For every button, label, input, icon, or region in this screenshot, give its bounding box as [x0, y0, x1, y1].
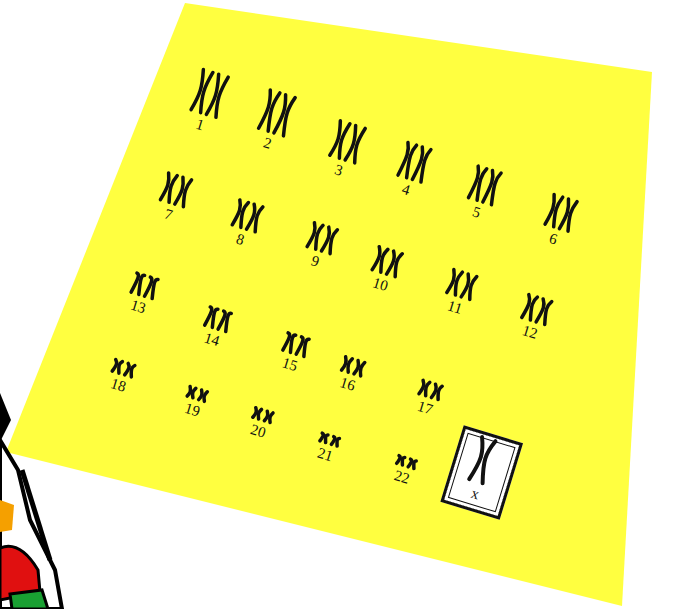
- chromatid: [129, 365, 134, 377]
- chromatid: [528, 296, 538, 320]
- chromatid: [331, 437, 335, 445]
- chromatid: [181, 179, 192, 207]
- chromatid: [489, 172, 501, 204]
- chromatid: [302, 339, 310, 357]
- chromatid: [112, 360, 117, 372]
- chromatid: [213, 76, 228, 117]
- yellow-card: [6, 3, 652, 606]
- chromatid: [478, 440, 495, 483]
- chromatid: [542, 301, 552, 325]
- chromatid: [136, 275, 144, 295]
- chromatid: [352, 128, 366, 163]
- chromosome-group: [106, 68, 587, 493]
- chromatid: [401, 457, 405, 465]
- chromatid: [453, 271, 463, 295]
- chromatid: [324, 434, 328, 442]
- chromatid: [210, 309, 218, 328]
- cartoon-green-patch: [10, 590, 48, 609]
- chromatid: [288, 334, 296, 352]
- chromatid: [565, 201, 577, 231]
- chromosome-letter: x: [469, 486, 481, 503]
- chromatid: [320, 433, 324, 441]
- chromatid: [150, 279, 158, 299]
- chromatid: [253, 206, 263, 232]
- cartoon-orange-patch: [0, 500, 14, 532]
- chromatid: [203, 391, 208, 401]
- chromatid: [117, 361, 122, 373]
- chromatid: [359, 362, 365, 376]
- chromatid: [418, 149, 431, 182]
- chromatid: [408, 459, 412, 467]
- chromatid: [313, 225, 323, 250]
- cartoon-stroke: [22, 470, 50, 560]
- chromatid: [269, 412, 274, 422]
- chromatid: [257, 409, 262, 419]
- cartoon-body: [0, 440, 62, 609]
- chromatid: [412, 460, 416, 468]
- chromatid: [393, 253, 403, 277]
- chromatid: [191, 388, 196, 398]
- cartoon-spike: [0, 393, 11, 442]
- chromatid: [424, 382, 430, 396]
- chromatid: [397, 456, 401, 464]
- chromatid: [238, 202, 248, 228]
- chromatid: [436, 386, 442, 400]
- chromatid: [223, 313, 231, 332]
- chromatid: [125, 363, 130, 375]
- chromatid: [336, 438, 340, 446]
- chromatid: [166, 175, 177, 203]
- chromatid: [327, 229, 337, 254]
- chromatid: [378, 249, 388, 273]
- chromatid: [467, 276, 477, 300]
- chromatid: [346, 358, 352, 372]
- chromatid: [280, 97, 295, 136]
